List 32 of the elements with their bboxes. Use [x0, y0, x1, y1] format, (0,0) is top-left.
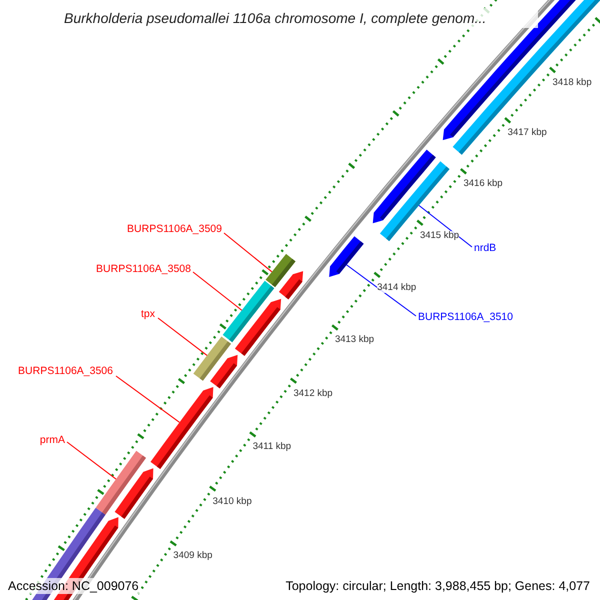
gene-block — [96, 450, 146, 515]
scale-label: 3413 kbp — [334, 335, 374, 346]
topology-text: Topology: circular; Length: 3,988,455 bp; Genes: 4,077 — [284, 578, 592, 594]
scale-label: 3416 kbp — [463, 179, 503, 190]
gene-label: nrdB — [474, 242, 496, 254]
leader-line — [66, 442, 116, 480]
leader-line — [158, 318, 208, 356]
accession-text: Accession: NC_009076 — [6, 578, 141, 594]
gene-feature — [150, 387, 214, 469]
leader-line — [116, 376, 180, 423]
gene-block — [266, 254, 296, 288]
gene-label: BURPS1106A_3506 — [18, 365, 113, 377]
scale-label: 3411 kbp — [252, 442, 292, 452]
scale-label: 3412 kbp — [293, 388, 333, 399]
gene-block — [193, 336, 231, 381]
gene-label: tpx — [140, 308, 155, 320]
scale-label: 3409 kbp — [173, 551, 212, 562]
scale-label: 3410 kbp — [212, 496, 252, 507]
scale-label: 3414 kbp — [377, 282, 416, 293]
leader-line — [192, 272, 242, 311]
scale-label: 3417 kbp — [508, 128, 547, 138]
gene-block — [222, 280, 274, 342]
scale-label: 3418 kbp — [552, 78, 592, 88]
leader-line — [224, 232, 272, 272]
gene-label: BURPS1106A_3509 — [127, 223, 222, 235]
gene-feature — [329, 236, 364, 277]
gene-label: prmA — [40, 434, 65, 446]
leader-line — [346, 264, 416, 316]
leader-line — [418, 204, 472, 248]
gene-label: BURPS1106A_3508 — [96, 263, 191, 275]
gene-label: BURPS1106A_3510 — [418, 311, 513, 323]
scale-label: 3415 kbp — [420, 230, 460, 241]
